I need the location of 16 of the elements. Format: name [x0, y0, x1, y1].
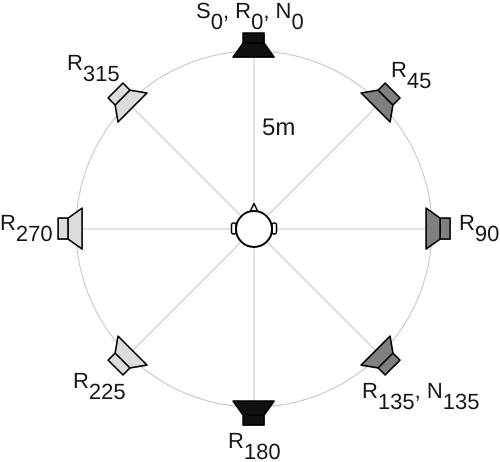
radial-line: [132, 106, 241, 216]
loudspeaker-icon: [424, 207, 452, 251]
radial-line: [82, 228, 232, 230]
head-icon: [230, 201, 278, 249]
radial-line: [267, 242, 376, 352]
radial-line: [132, 242, 241, 352]
loudspeaker-icon: [56, 207, 84, 251]
loudspeaker-icon: [106, 335, 148, 376]
loudspeaker-icon: [360, 82, 402, 123]
loudspeaker-icon: [360, 335, 402, 376]
loudspeaker-icon: [106, 82, 148, 123]
loudspeaker-icon: [232, 400, 276, 426]
radial-line: [267, 106, 376, 216]
loudspeaker-icon: [232, 32, 276, 58]
radial-line: [276, 228, 426, 230]
distance-label: 5m: [262, 116, 296, 140]
